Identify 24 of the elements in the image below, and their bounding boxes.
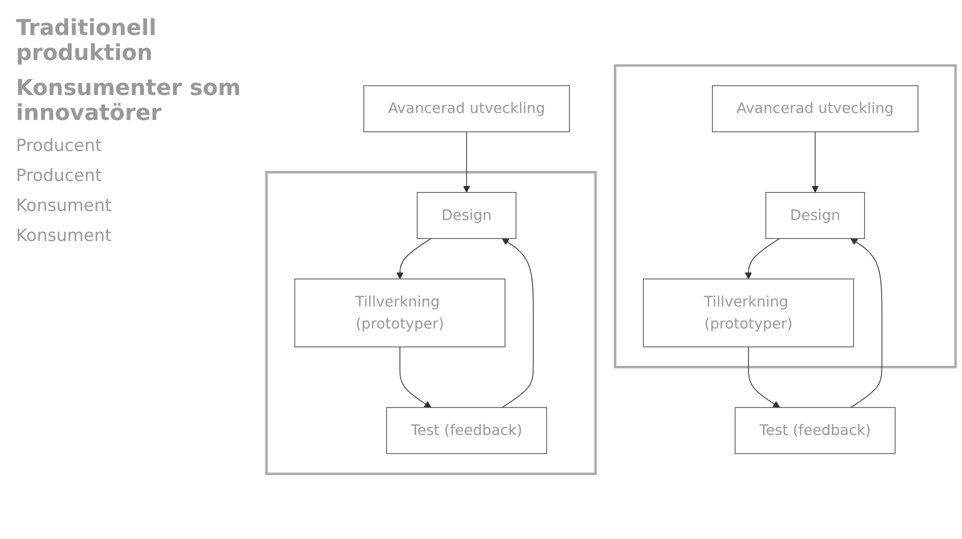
node-box: Tillverkning (prototyper)	[294, 278, 506, 348]
arrow	[812, 131, 819, 193]
arrow	[463, 131, 470, 193]
node-box: Tillverkning (prototyper)	[642, 278, 854, 348]
node-box: Test (feedback)	[386, 406, 548, 454]
arrow	[502, 238, 534, 408]
panel-title: Traditionell produktion	[16, 16, 158, 66]
node-box: Test (feedback)	[734, 406, 896, 454]
row-label: Producent	[16, 166, 103, 186]
arrow	[400, 346, 432, 408]
cluster	[614, 64, 957, 368]
arrow	[748, 346, 780, 408]
row-label: Konsument	[16, 196, 113, 216]
node-box: Design	[416, 192, 516, 239]
row-label: Konsument	[16, 226, 113, 246]
node-box: Avancerad utveckling	[363, 85, 570, 132]
panel-title: Konsumenter som innovatörer	[16, 76, 242, 126]
arrow	[396, 238, 432, 280]
cluster	[265, 170, 597, 475]
arrow	[744, 238, 780, 280]
row-label: Producent	[16, 136, 103, 156]
arrow	[850, 238, 882, 408]
node-box: Design	[765, 192, 865, 239]
node-box: Avancerad utveckling	[712, 85, 918, 132]
